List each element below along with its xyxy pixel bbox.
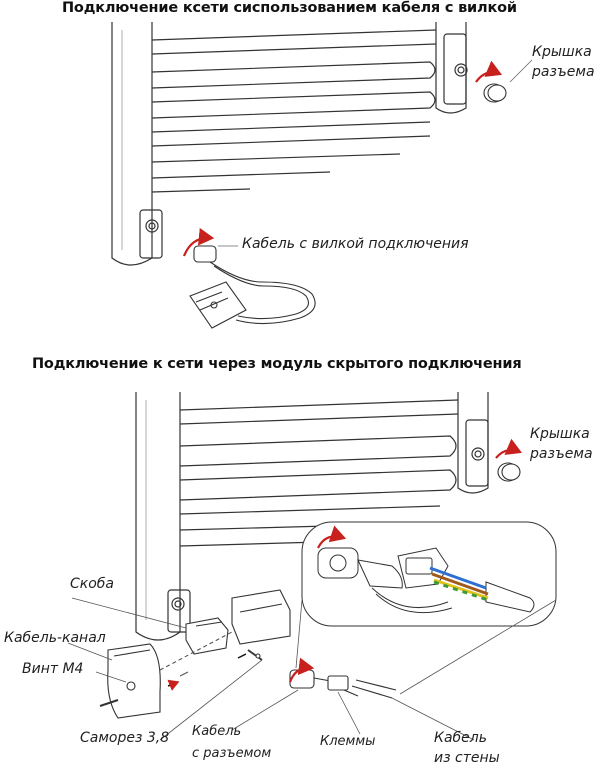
rotate-arrow-plug bbox=[182, 227, 215, 257]
zoom-callout bbox=[295, 521, 557, 695]
terminals-label: Клеммы bbox=[320, 734, 376, 749]
section-title-hidden-module: Подключение к сети через модуль скрытого… bbox=[32, 356, 522, 372]
rotate-arrow-cap-bottom bbox=[495, 438, 523, 459]
rotate-arrow-connector bbox=[288, 657, 315, 683]
cap-bottom-label-2: разъема bbox=[530, 446, 593, 462]
rotate-arrow-zoom bbox=[317, 525, 347, 549]
mounting-parts bbox=[99, 589, 291, 719]
cable-channel-label: Кабель-канал bbox=[4, 630, 106, 646]
top-towel-rail bbox=[111, 22, 468, 266]
rotate-arrow-cap-top bbox=[475, 60, 503, 83]
wall-cable-label-1: Кабель bbox=[434, 730, 487, 746]
leader-lines bbox=[67, 597, 475, 741]
cap-bottom-label-1: Крышка bbox=[530, 426, 590, 442]
plug-cable-drawing bbox=[189, 245, 316, 329]
cap-top-label-1: Крышка bbox=[532, 44, 592, 60]
plug-cable-label: Кабель с вилкой подключения bbox=[242, 236, 469, 252]
bracket-label: Скоба bbox=[70, 576, 115, 592]
bottom-towel-rail bbox=[135, 392, 489, 641]
section-title-plug-cable: Подключение ксети сиспользованием кабеля… bbox=[62, 0, 517, 16]
screw-label: Винт М4 bbox=[22, 661, 84, 677]
wire-bundle bbox=[429, 566, 489, 602]
cable-connector-label-1: Кабель bbox=[192, 724, 242, 739]
self-tapping-label: Саморез 3,8 bbox=[80, 730, 170, 746]
connector-cap-top bbox=[483, 83, 507, 103]
connector-cable-terminals bbox=[289, 669, 397, 699]
wall-cable-label-2: из стены bbox=[434, 750, 500, 766]
cable-connector-label-2: с разъемом bbox=[192, 746, 272, 761]
connector-cap-bottom bbox=[497, 462, 521, 482]
cap-top-label-2: разъема bbox=[532, 64, 595, 80]
